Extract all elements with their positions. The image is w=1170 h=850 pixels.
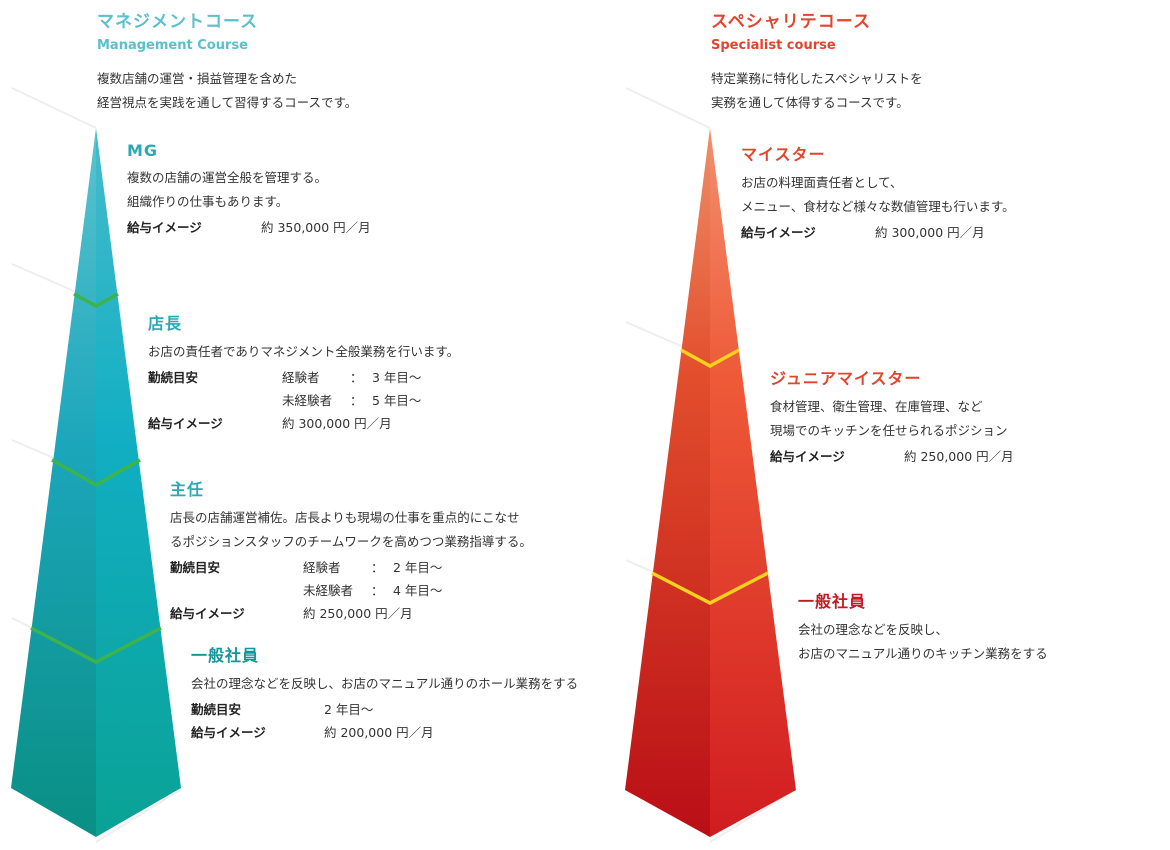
tenure-label: 勤続目安 bbox=[191, 702, 242, 717]
salary-value: 約 300,000 円／月 bbox=[282, 416, 392, 431]
specialist-pyramid-left-face bbox=[625, 128, 710, 837]
level-description: お店の料理面責任者として、 メニュー、食材など様々な数値管理も行います。 bbox=[741, 175, 1015, 214]
salary-row: 給与イメージ 約 200,000 円／月 bbox=[191, 721, 578, 744]
tenure-row: 勤続目安 2 年目〜 bbox=[191, 698, 578, 721]
management-level-store-manager: 店長 お店の責任者でありマネジメント全般業務を行います。 勤続目安 経験者：3 … bbox=[148, 310, 459, 435]
level-title: 主任 bbox=[170, 480, 205, 499]
specialist-course-description: 特定業務に特化したスペシャリストを 実務を通して体得するコースです。 bbox=[711, 71, 923, 110]
level-title: 一般社員 bbox=[798, 592, 867, 611]
specialist-pyramid-right-face bbox=[710, 128, 796, 837]
management-level-dividers bbox=[30, 292, 162, 664]
salary-value: 約 300,000 円／月 bbox=[875, 225, 985, 240]
management-level-chief: 主任 店長の店舗運営補佐。店長よりも現場の仕事を重点的にこなせ るポジションスタ… bbox=[170, 476, 532, 625]
salary-value: 約 200,000 円／月 bbox=[324, 725, 434, 740]
salary-value: 約 350,000 円／月 bbox=[261, 220, 371, 235]
management-course-subtitle: Management Course bbox=[97, 38, 248, 53]
management-pyramid-left-face bbox=[11, 128, 96, 837]
management-level-staff: 一般社員 会社の理念などを反映し、お店のマニュアル通りのホール業務をする 勤続目… bbox=[191, 642, 578, 744]
specialist-course-title: スペシャリテコース bbox=[711, 12, 871, 32]
specialist-level-dividers bbox=[651, 348, 769, 605]
specialist-level-meister: マイスター お店の料理面責任者として、 メニュー、食材など様々な数値管理も行いま… bbox=[741, 141, 1015, 244]
salary-value: 約 250,000 円／月 bbox=[904, 449, 1014, 464]
salary-row: 給与イメージ 約 350,000 円／月 bbox=[127, 216, 371, 239]
management-course-description: 複数店舗の運営・損益管理を含めた 経営視点を実践を通して習得するコースです。 bbox=[97, 71, 358, 110]
salary-label: 給与イメージ bbox=[170, 606, 245, 621]
tenure-row-2: 未経験者：4 年目〜 bbox=[303, 583, 443, 598]
management-course-title: マネジメントコース bbox=[97, 12, 259, 32]
specialist-level-junior-meister: ジュニアマイスター 食材管理、衛生管理、在庫管理、など 現場でのキッチンを任せら… bbox=[770, 365, 1014, 468]
level-description: 食材管理、衛生管理、在庫管理、など 現場でのキッチンを任せられるポジション bbox=[770, 399, 1008, 438]
level-description: お店の責任者でありマネジメント全般業務を行います。 bbox=[148, 344, 460, 359]
salary-label: 給与イメージ bbox=[770, 449, 845, 464]
management-course-header: マネジメントコース Management Course 複数店舗の運営・損益管理… bbox=[97, 7, 357, 115]
tenure-row-2: 未経験者：5 年目〜 bbox=[282, 393, 422, 408]
salary-label: 給与イメージ bbox=[148, 416, 223, 431]
salary-value: 約 250,000 円／月 bbox=[303, 606, 413, 621]
level-title: マイスター bbox=[741, 145, 826, 164]
salary-row: 給与イメージ 約 300,000 円／月 bbox=[741, 221, 1015, 244]
salary-label: 給与イメージ bbox=[191, 725, 266, 740]
level-title: 一般社員 bbox=[191, 646, 260, 665]
level-description: 店長の店舗運営補佐。店長よりも現場の仕事を重点的にこなせ るポジションスタッフの… bbox=[170, 510, 532, 549]
level-description: 会社の理念などを反映し、 お店のマニュアル通りのキッチン業務をする bbox=[798, 622, 1048, 661]
specialist-level-staff: 一般社員 会社の理念などを反映し、 お店のマニュアル通りのキッチン業務をする bbox=[798, 588, 1048, 666]
tenure-label: 勤続目安 bbox=[170, 560, 221, 575]
specialist-course-subtitle: Specialist course bbox=[711, 38, 836, 53]
level-title: MG bbox=[127, 141, 159, 160]
tenure-row: 勤続目安 経験者：3 年目〜 bbox=[148, 366, 459, 389]
salary-row: 給与イメージ 約 250,000 円／月 bbox=[770, 445, 1014, 468]
salary-label: 給与イメージ bbox=[127, 220, 202, 235]
management-pyramid-right-face bbox=[96, 128, 181, 837]
tenure-value: 2 年目〜 bbox=[324, 702, 374, 717]
salary-row: 給与イメージ 約 300,000 円／月 bbox=[148, 412, 459, 435]
tenure-label: 勤続目安 bbox=[148, 370, 199, 385]
management-level-mg: MG 複数の店舗の運営全般を管理する。 組織作りの仕事もあります。 給与イメージ… bbox=[127, 141, 371, 239]
level-description: 複数の店舗の運営全般を管理する。 組織作りの仕事もあります。 bbox=[127, 170, 328, 209]
salary-row: 給与イメージ 約 250,000 円／月 bbox=[170, 602, 532, 625]
level-title: ジュニアマイスター bbox=[770, 369, 922, 388]
level-description: 会社の理念などを反映し、お店のマニュアル通りのホール業務をする bbox=[191, 676, 579, 691]
salary-label: 給与イメージ bbox=[741, 225, 816, 240]
level-title: 店長 bbox=[148, 314, 183, 333]
tenure-row: 勤続目安 経験者：2 年目〜 bbox=[170, 556, 532, 579]
specialist-course-header: スペシャリテコース Specialist course 特定業務に特化したスペシ… bbox=[711, 7, 923, 115]
